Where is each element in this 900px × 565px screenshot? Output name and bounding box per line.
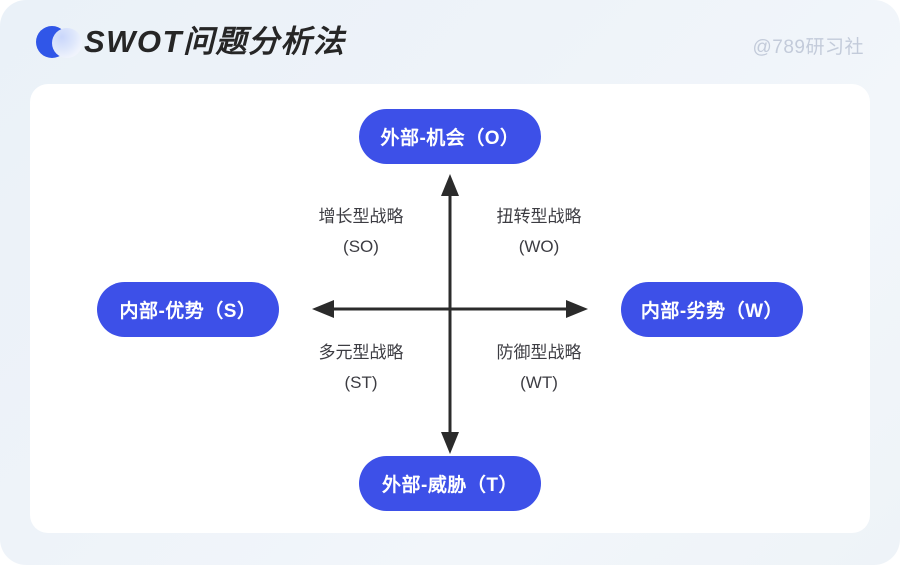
page-title: SWOT问题分析法 [84,24,346,59]
logo-gradient-circle-icon [52,28,82,58]
quadrant-wo-name: 扭转型战略 [496,207,582,226]
quadrant-so-code: (SO) [343,237,379,256]
quadrant-wt-code: (WT) [520,373,558,392]
pill-strength[interactable]: 内部-优势（S） [97,282,279,337]
quadrant-label-wt: 防御型战略 (WT) [464,338,614,398]
quadrant-so-name: 增长型战略 [318,207,404,226]
quadrant-label-so: 增长型战略 (SO) [286,202,436,262]
pill-threat[interactable]: 外部-威胁（T） [359,456,541,511]
watermark-credit: @789研习社 [752,37,864,58]
quadrant-label-wo: 扭转型战略 (WO) [464,202,614,262]
header: SWOT问题分析法 @789研习社 [0,0,900,84]
arrow-up-icon [441,174,459,196]
pill-opportunity[interactable]: 外部-机会（O） [359,109,541,164]
arrow-right-icon [566,300,588,318]
quadrant-wo-code: (WO) [518,237,560,256]
pill-weakness[interactable]: 内部-劣势（W） [621,282,803,337]
quadrant-st-code: (ST) [344,373,378,392]
quadrant-label-st: 多元型战略 (ST) [286,338,436,398]
quadrant-st-name: 多元型战略 [318,343,404,362]
quadrant-wt-name: 防御型战略 [496,343,582,362]
diagram-card: 外部-机会（O） 内部-劣势（W） 外部-威胁（T） 内部-优势（S） 增长型战… [30,84,870,533]
brand-logo [36,26,94,58]
arrow-down-icon [441,432,459,454]
arrow-left-icon [312,300,334,318]
